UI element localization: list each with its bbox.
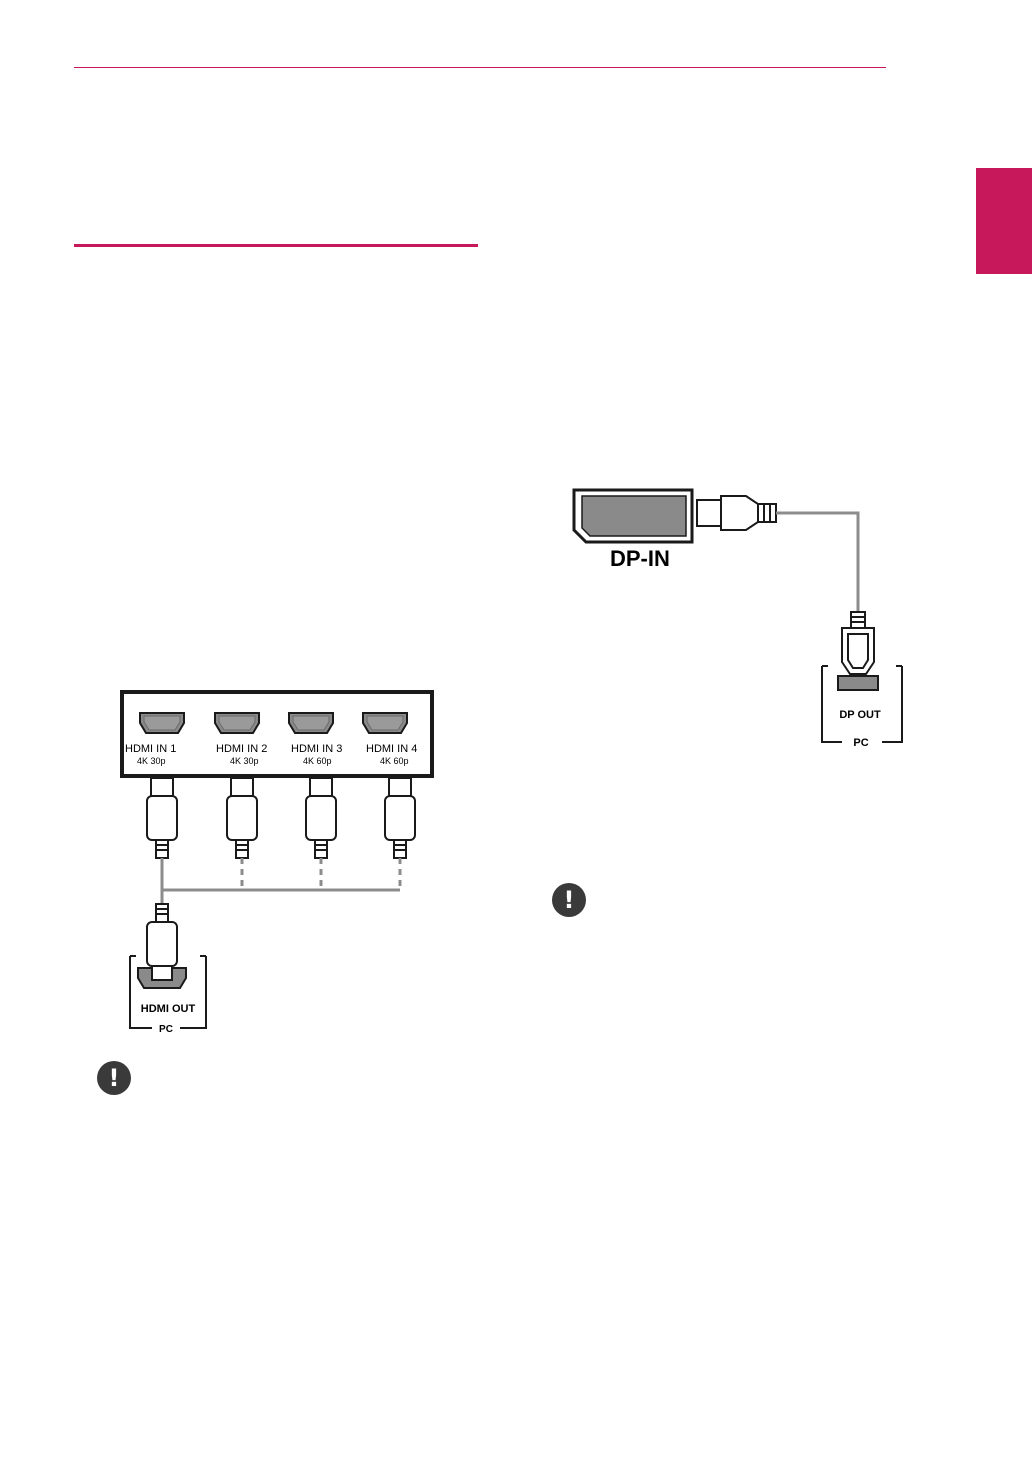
dp-connection-diagram: DP-IN DP OUT PC	[566, 482, 906, 749]
note-glyph: !	[563, 886, 575, 914]
hdmi-port-3-spec: 4K 60p	[303, 756, 332, 766]
dp-pc-label: PC	[853, 737, 868, 748]
hdmi-out-label: HDMI OUT	[141, 1003, 196, 1015]
hdmi-cable-lines	[160, 858, 402, 912]
hdmi-port-2	[214, 712, 260, 734]
header-rule	[74, 67, 886, 68]
chapter-tab	[976, 168, 1032, 274]
hdmi-connection-diagram: HDMI IN 1 4K 30p HDMI IN 2 4K 30p HDMI I…	[100, 686, 440, 1036]
hdmi-port-3-name: HDMI IN 3	[291, 743, 342, 755]
hdmi-port-4-name: HDMI IN 4	[366, 743, 417, 755]
hdmi-cable-plug-2	[226, 777, 258, 859]
exclamation-note-icon: !	[552, 883, 586, 917]
hdmi-cable-plug-4	[384, 777, 416, 859]
dp-out-label: DP OUT	[839, 709, 881, 721]
hdmi-cable-plug-3	[305, 777, 337, 859]
hdmi-cable-plug-1	[146, 777, 178, 859]
dp-in-label: DP-IN	[610, 546, 670, 571]
hdmi-port-4	[362, 712, 408, 734]
hdmi-port-1-spec: 4K 30p	[137, 756, 166, 766]
dp-in-port	[572, 488, 694, 544]
pc-bracket	[821, 665, 903, 743]
hdmi-port-2-spec: 4K 30p	[230, 756, 259, 766]
hdmi-port-4-spec: 4K 60p	[380, 756, 409, 766]
dp-out-port	[837, 675, 879, 691]
dp-cable-plug-pc	[841, 611, 875, 675]
section-rule	[74, 244, 478, 247]
dp-cable-plug-monitor	[696, 495, 777, 531]
pc-bracket	[129, 955, 207, 1029]
hdmi-out-port	[137, 965, 187, 989]
hdmi-port-2-name: HDMI IN 2	[216, 743, 267, 755]
hdmi-port-3	[288, 712, 334, 734]
hdmi-pc-label: PC	[159, 1024, 173, 1035]
hdmi-port-1-name: HDMI IN 1	[125, 743, 176, 755]
hdmi-port-1	[139, 712, 185, 734]
hdmi-pc-plug	[146, 903, 178, 967]
note-glyph: !	[108, 1064, 120, 1092]
dp-cable-line	[776, 511, 860, 616]
exclamation-note-icon: !	[97, 1061, 131, 1095]
